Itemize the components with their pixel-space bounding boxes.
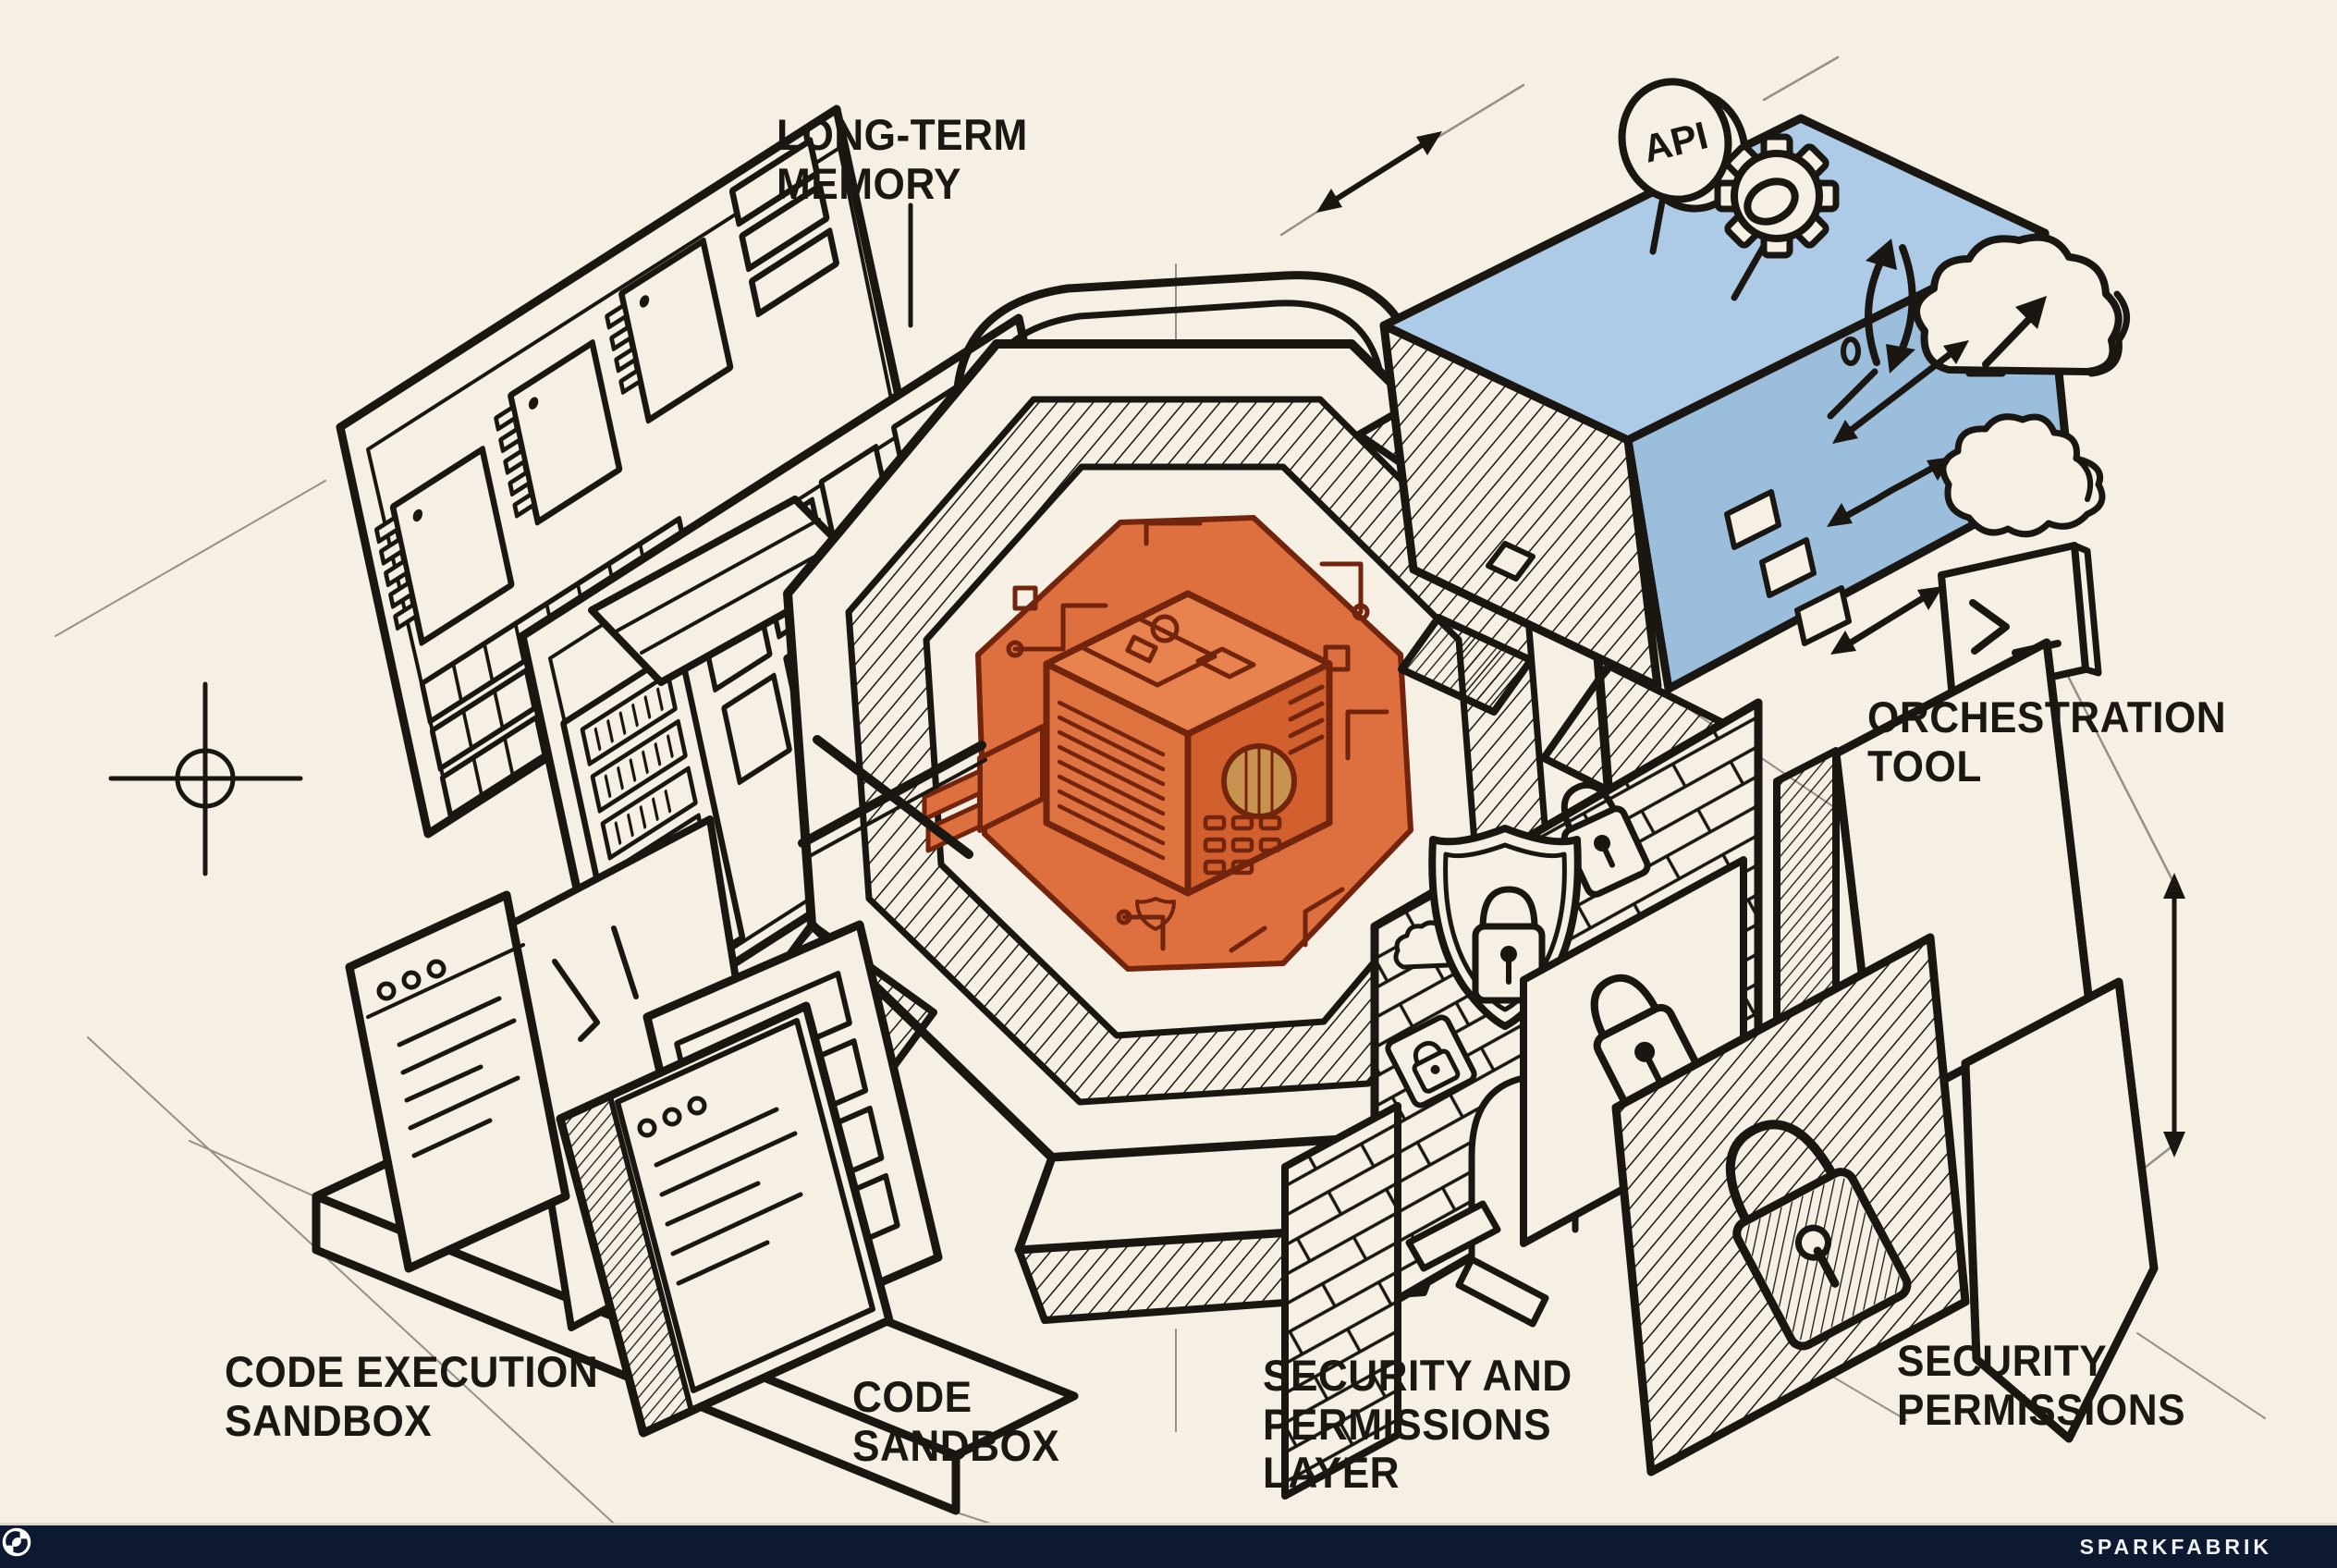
dimension-line-vertical [2163,873,2185,1158]
cloud-upload-icon [1913,233,2130,377]
footer-brand: SPARKFABRIK [2079,1534,2272,1559]
api-badge-icon: API [1618,78,1749,255]
cube-right-face-detail [1203,684,1325,876]
footer-bar: SPARKFABRIK [0,1523,2337,1568]
small-lock-tile [1385,1014,1477,1109]
key-pipe [1405,1200,1549,1328]
crossed-tools [798,735,987,860]
terminal-window [345,890,570,1273]
terminal-window [556,1001,894,1438]
cube-top-chip [1077,614,1256,688]
sync-arrows-icon [1827,239,1916,420]
ram-sticks [728,137,839,318]
cube-left-face-ribbon [1057,700,1166,861]
cube-connector [922,724,1046,853]
crosshair-icon [108,681,303,876]
cloud-icon [1939,413,2106,538]
memory-chip [605,237,734,424]
padlock-icon [1725,1120,1912,1351]
connection-arrows [1827,340,1969,655]
gear-icon [1714,133,1840,301]
brick-pillar [1281,1102,1401,1500]
label-security-permissions-layer: SECURITY AND PERMISSIONS LAYER [1263,1351,1572,1498]
label-orchestration-tool: ORCHESTRATION TOOL [1867,692,2227,790]
memory-chip [374,446,515,646]
memory-chip [494,339,623,526]
label-long-term-memory: LONG-TERM MEMORY [777,110,1028,208]
dimension-arrow-icon [1316,131,1442,213]
label-code-execution-sandbox: CODE EXECUTION SANDBOX [225,1347,599,1445]
sparkfabrik-logo-icon [2,1527,31,1557]
agent-core-cube [922,590,1333,897]
security-panel-front [1611,933,2159,1476]
label-code-sandbox: CODE SANDBOX [852,1372,1060,1470]
padlock-icon [1560,781,1651,898]
label-security-permissions: SECURITY PERMISSIONS [1897,1336,2186,1434]
